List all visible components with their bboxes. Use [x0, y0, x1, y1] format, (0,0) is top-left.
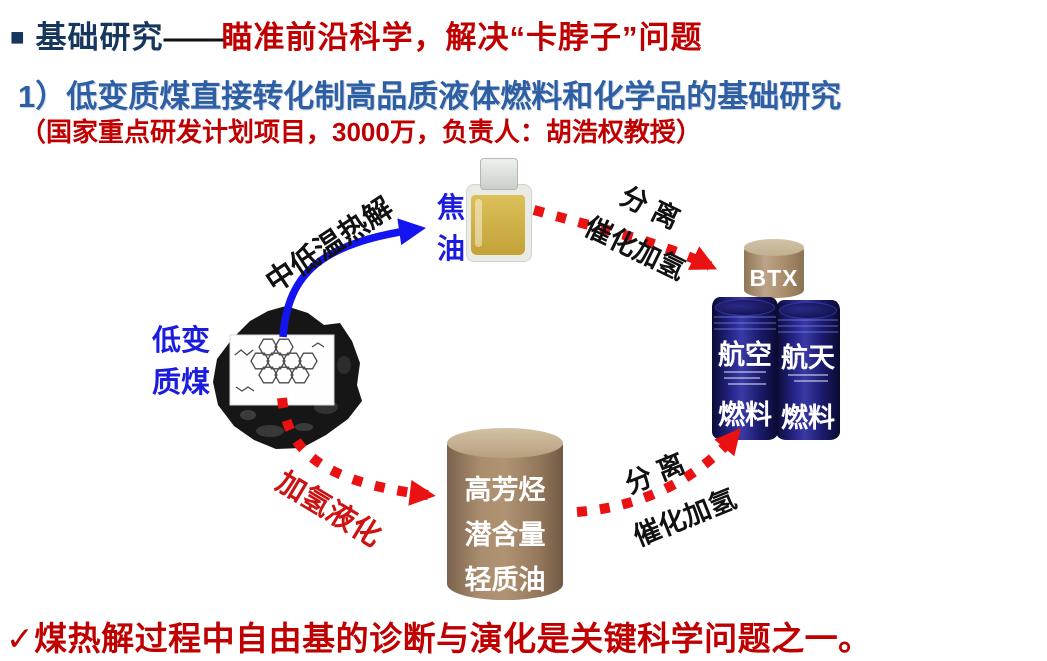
barrel-fineprint	[794, 380, 828, 382]
oil-tank-label-line1: 高芳烃	[464, 475, 546, 505]
bottle-cap	[480, 158, 518, 190]
bottle-shine	[475, 199, 482, 247]
oil-tank-label-line3: 轻质油	[464, 565, 546, 595]
bottle-liquid	[471, 195, 525, 255]
barrel-fineprint	[724, 377, 760, 379]
aviation-fuel-label-line1: 航空	[718, 340, 772, 370]
oil-tank-lid	[447, 428, 563, 458]
aerospace-fuel-label-line1: 航天	[781, 343, 835, 373]
aviation-fuel-barrel: 航空 燃料	[712, 297, 778, 440]
aviation-fuel-label-line2: 燃料	[718, 400, 772, 430]
oil-tank-label: 高芳烃 潜含量 轻质油	[447, 468, 563, 603]
barrel-fineprint	[728, 383, 766, 385]
square-bullet-icon: ■	[10, 24, 26, 51]
barrel-ridges	[778, 319, 838, 335]
tar-label-line1: 焦	[436, 192, 465, 223]
barrel-fineprint	[788, 374, 828, 376]
barrel-lid	[779, 302, 837, 319]
oil-tank-body	[447, 440, 563, 600]
coal-label-line2: 质煤	[151, 367, 210, 399]
funding-note: （国家重点研发计划项目，3000万，负责人：胡浩权教授）	[20, 117, 702, 147]
coal-label: 低变 质煤	[142, 320, 220, 404]
key-issue-statement: ✓煤热解过程中自由基的诊断与演化是关键科学问题之一。	[6, 620, 872, 657]
tar-label-line2: 油	[436, 233, 465, 264]
barrel-ridges	[714, 316, 776, 332]
btx-label: BTX	[749, 265, 799, 291]
title-accent-text: 瞄准前沿科学，解决“卡脖子”问题	[221, 20, 703, 55]
aerospace-fuel-barrel: 航天 燃料	[776, 300, 840, 440]
btx-tank: BTX	[744, 239, 804, 298]
title-dash: ——	[163, 20, 224, 55]
pyrolysis-arrow-label: 中低温热解	[260, 192, 399, 299]
barrel-fineprint	[724, 371, 766, 373]
molecule-inset	[229, 334, 335, 406]
oil-tank-label-line2: 潜含量	[464, 520, 546, 550]
page-title: ■ 基础研究——瞄准前沿科学，解决“卡脖子”问题	[10, 12, 703, 57]
barrel-lid	[715, 299, 775, 316]
tar-bottle-image	[466, 158, 532, 262]
liquefaction-arrow-label: 加氢液化	[270, 465, 387, 554]
light-oil-tank: 高芳烃 潜含量 轻质油	[447, 428, 563, 600]
aerospace-fuel-label-line2: 燃料	[781, 403, 835, 433]
title-main-text: 基础研究	[35, 20, 164, 55]
btx-tank-lid	[744, 239, 804, 256]
project-subtitle: 1）低变质煤直接转化制高品质液体燃料和化学品的基础研究	[18, 79, 842, 114]
tar-label: 焦 油	[433, 187, 469, 269]
coal-label-line1: 低变	[151, 325, 210, 357]
coal-image	[213, 306, 362, 449]
bottle-body	[466, 184, 532, 262]
